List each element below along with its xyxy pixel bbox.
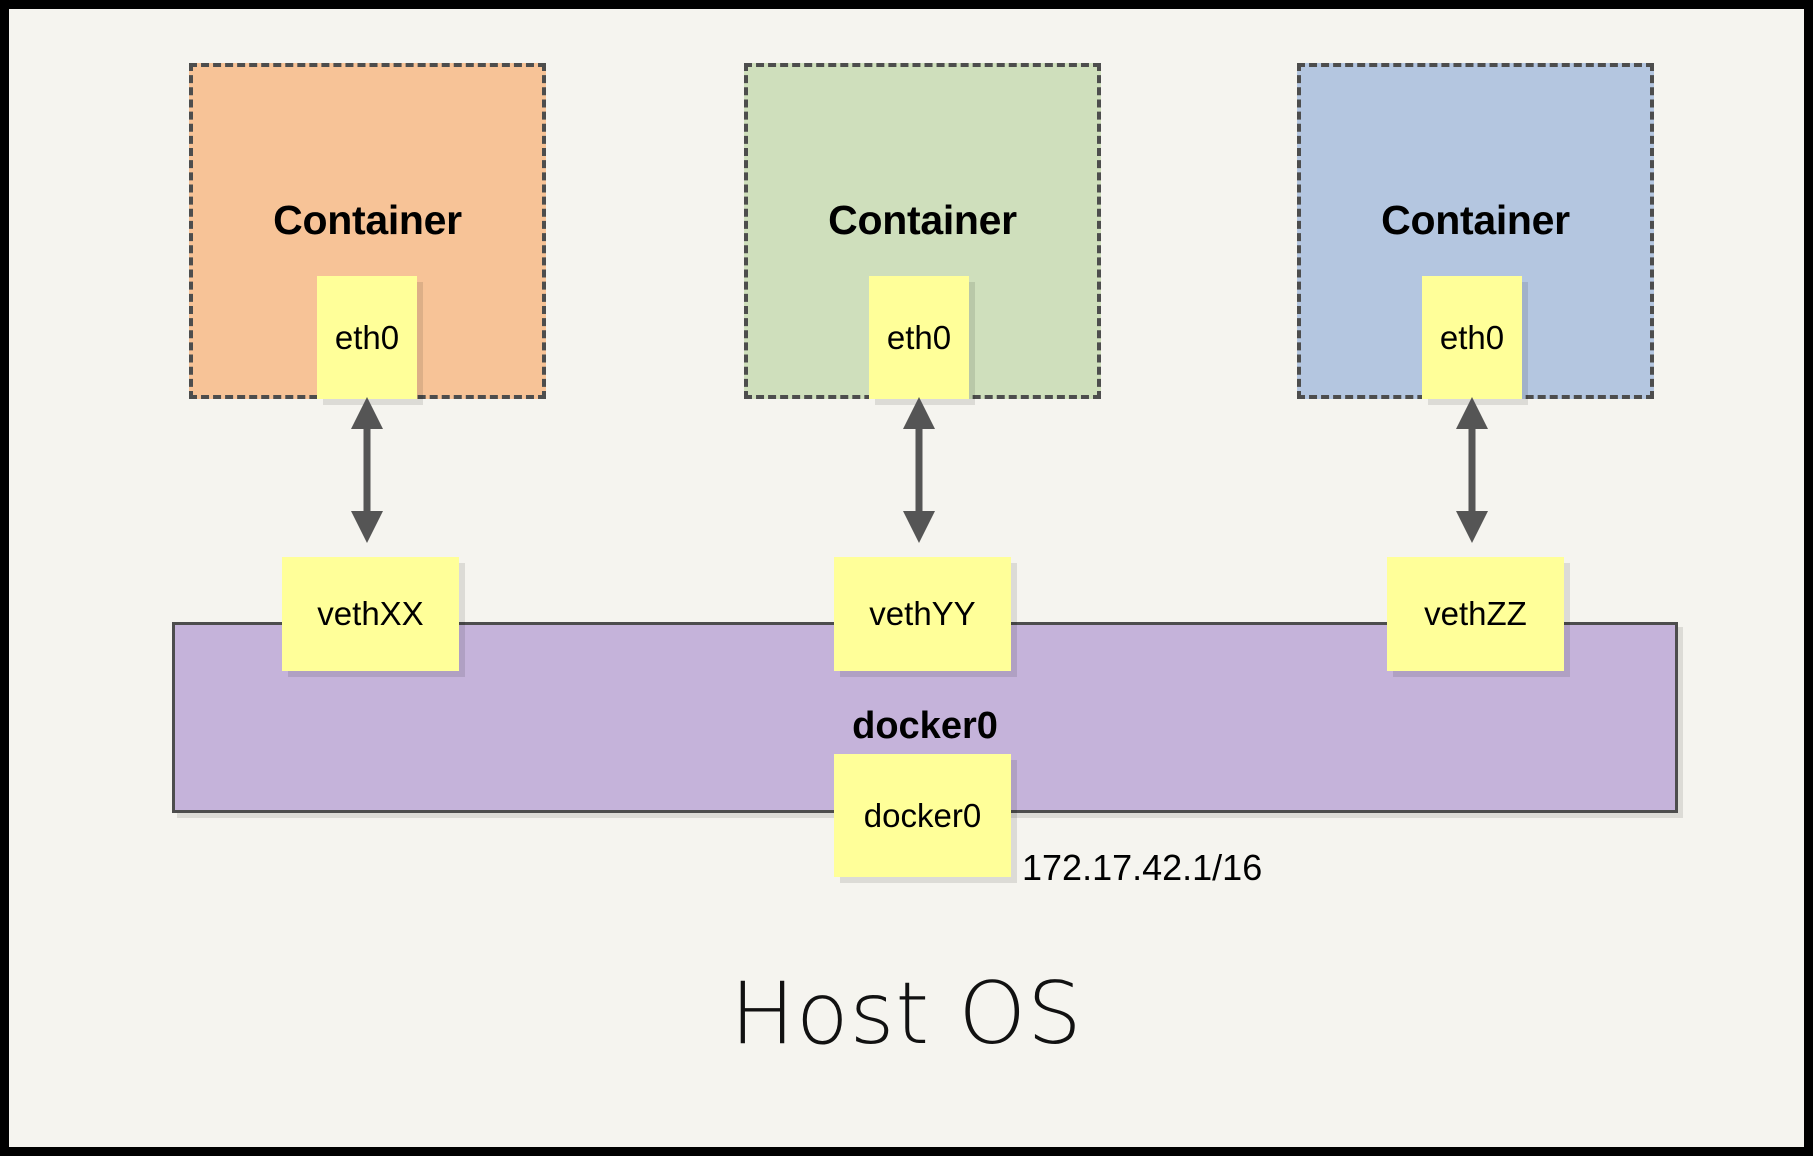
- veth-label-2: vethYY: [869, 595, 976, 632]
- veth-label-1: vethXX: [317, 595, 424, 632]
- eth0-label-1: eth0: [334, 318, 400, 356]
- container-title-1: Container: [273, 197, 462, 243]
- eth0-label-2: eth0: [886, 318, 952, 356]
- docker0-ip-label: 172.17.42.1/16: [1022, 847, 1263, 888]
- container-title-3: Container: [1381, 197, 1570, 243]
- veth-link-arrow-1: [351, 397, 383, 543]
- container-title-2: Container: [828, 197, 1017, 243]
- docker0-port-label: docker0: [863, 796, 982, 834]
- eth0-label-3: eth0: [1439, 318, 1505, 356]
- veth-port-2: vethYY: [834, 557, 1011, 671]
- veth-link-arrow-2: [903, 397, 935, 543]
- veth-port-3: vethZZ: [1387, 557, 1564, 671]
- veth-port-1: vethXX: [282, 557, 459, 671]
- host-os-label: Host OS: [730, 964, 1083, 1064]
- container-interface-eth0-3: eth0: [1422, 276, 1522, 399]
- docker0-port-note: docker0: [834, 754, 1011, 877]
- veth-link-arrow-3: [1456, 397, 1488, 543]
- container-interface-eth0-2: eth0: [869, 276, 969, 399]
- container-interface-eth0-1: eth0: [317, 276, 417, 399]
- veth-label-3: vethZZ: [1424, 595, 1527, 632]
- docker0-bridge-title: docker0: [852, 705, 998, 747]
